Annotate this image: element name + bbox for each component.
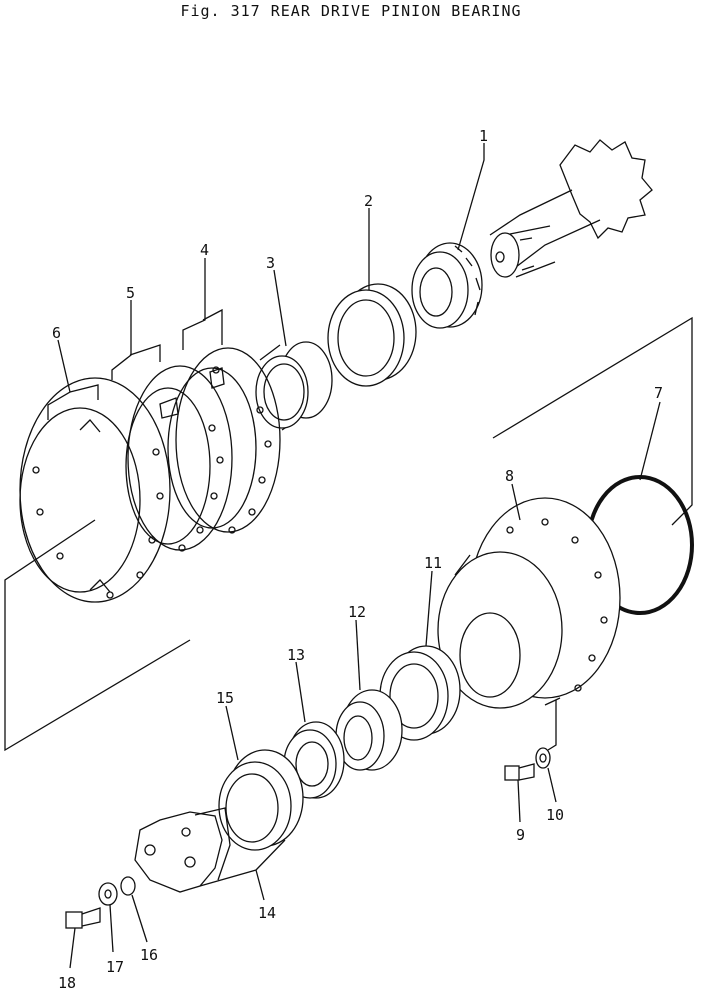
callout-part-3: 3 (266, 254, 275, 272)
bearing-cone-part-12 (335, 689, 403, 771)
callout-part-7: 7 (654, 384, 663, 402)
leader-lines (47, 143, 661, 969)
shim-part-6 (19, 377, 171, 603)
callout-part-16: 16 (140, 946, 158, 964)
callout-part-15: 15 (216, 689, 234, 707)
callout-part-2: 2 (364, 192, 373, 210)
assembly-boundary-lines (4, 316, 693, 752)
callout-part-14: 14 (258, 904, 276, 922)
washer-part-17 (98, 882, 118, 906)
bolt-part-9 (504, 763, 535, 781)
coupling-part-14 (134, 807, 231, 893)
callout-part-13: 13 (287, 646, 305, 664)
callout-part-8: 8 (505, 467, 514, 485)
callout-part-6: 6 (52, 324, 61, 342)
callout-part-17: 17 (106, 958, 124, 976)
bolt-part-18 (65, 907, 101, 929)
spacer-part-3 (255, 341, 333, 431)
pinion-gear-shaft (489, 139, 653, 278)
callout-part-1: 1 (479, 127, 488, 145)
washer-part-10 (535, 747, 551, 769)
callout-part-10: 10 (546, 806, 564, 824)
callout-part-11: 11 (424, 554, 442, 572)
o-ring-part-16 (120, 876, 136, 896)
shim-part-4 (167, 347, 281, 534)
callout-part-5: 5 (126, 284, 135, 302)
bearing-cup-part-2 (327, 283, 417, 387)
callout-part-18: 18 (58, 974, 76, 990)
callout-part-12: 12 (348, 603, 366, 621)
cage-part-8 (437, 497, 621, 709)
callout-part-4: 4 (200, 241, 209, 259)
shim-part-5 (125, 365, 233, 552)
bearing-cone-part-1 (411, 242, 483, 329)
oil-seal-part-15 (218, 749, 304, 851)
figure-title: Fig. 317 REAR DRIVE PINION BEARING (180, 2, 522, 20)
part-number-callouts: 1 2 3 4 5 6 7 8 9 10 11 12 13 14 15 16 1… (52, 127, 663, 990)
callout-part-9: 9 (516, 826, 525, 844)
